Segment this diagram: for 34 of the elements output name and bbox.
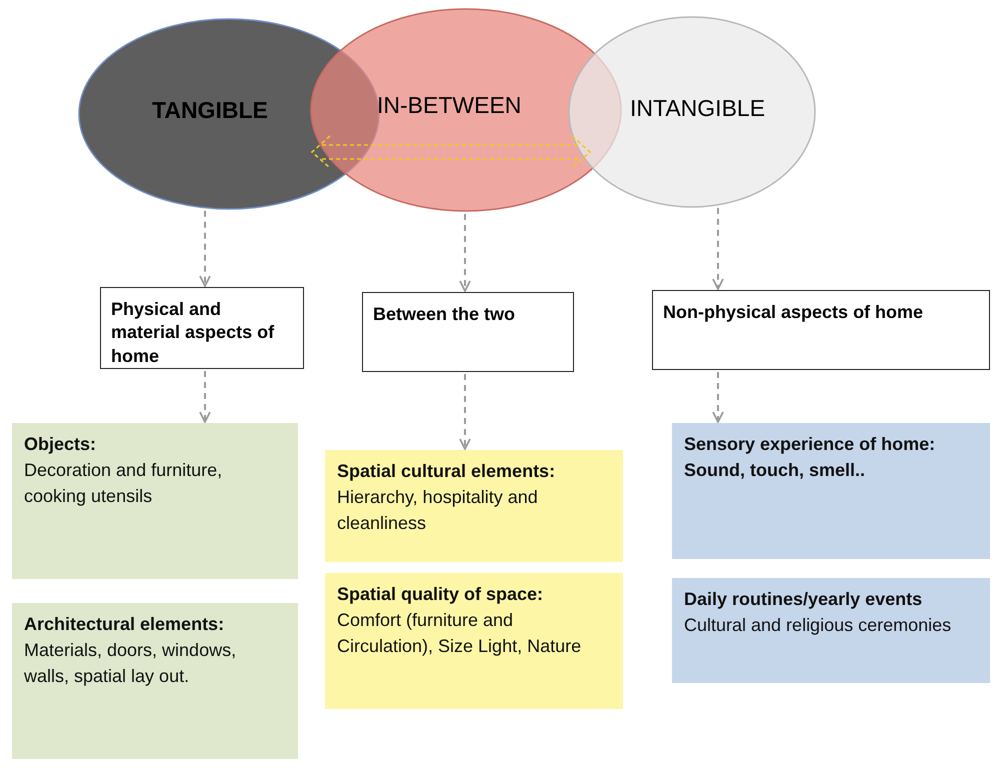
card-text: Decoration and furniture, cooking utensils bbox=[24, 459, 224, 508]
card-text: Hierarchy, hospitality and cleanliness bbox=[337, 486, 539, 536]
card-heading: Architectural elements: bbox=[24, 613, 226, 636]
card-text: Cultural and religious ceremonies bbox=[684, 614, 952, 638]
card-text: Sound, touch, smell.. bbox=[684, 459, 866, 482]
dashed-arrow bbox=[712, 208, 724, 290]
card-heading: Sensory experience of home: bbox=[684, 433, 936, 456]
card-text: Comfort (furniture and Circulation), Size Light, Nature bbox=[337, 609, 582, 658]
dashed-arrow bbox=[459, 214, 471, 292]
card-heading: Spatial quality of space: bbox=[337, 583, 544, 606]
note-card bbox=[325, 450, 623, 562]
dashed-arrow bbox=[199, 210, 211, 287]
box-heading: Physical and material aspects of home bbox=[111, 298, 276, 368]
ellipse-label: INTANGIBLE bbox=[630, 95, 766, 122]
note-card bbox=[12, 423, 298, 579]
category-box bbox=[362, 292, 574, 372]
note-card bbox=[672, 578, 990, 683]
category-box bbox=[652, 290, 990, 370]
note-card bbox=[325, 573, 623, 709]
box-heading: Non-physical aspects of home bbox=[663, 301, 924, 324]
card-text: Materials, doors, windows, walls, spatial lay out. bbox=[24, 639, 238, 688]
card-heading: Spatial cultural elements: bbox=[337, 460, 556, 483]
ellipse-label: TANGIBLE bbox=[152, 97, 268, 124]
ellipse-label: IN-BETWEEN bbox=[377, 92, 522, 119]
category-box bbox=[100, 287, 304, 369]
card-heading: Daily routines/yearly events bbox=[684, 588, 924, 611]
venn-ellipse bbox=[568, 16, 816, 208]
dashed-arrow bbox=[199, 371, 211, 423]
note-card bbox=[672, 423, 990, 559]
box-heading: Between the two bbox=[373, 303, 516, 326]
dashed-arrow bbox=[712, 372, 724, 423]
note-card bbox=[12, 603, 298, 759]
card-heading: Objects: bbox=[24, 433, 98, 456]
dashed-arrow bbox=[459, 374, 471, 450]
